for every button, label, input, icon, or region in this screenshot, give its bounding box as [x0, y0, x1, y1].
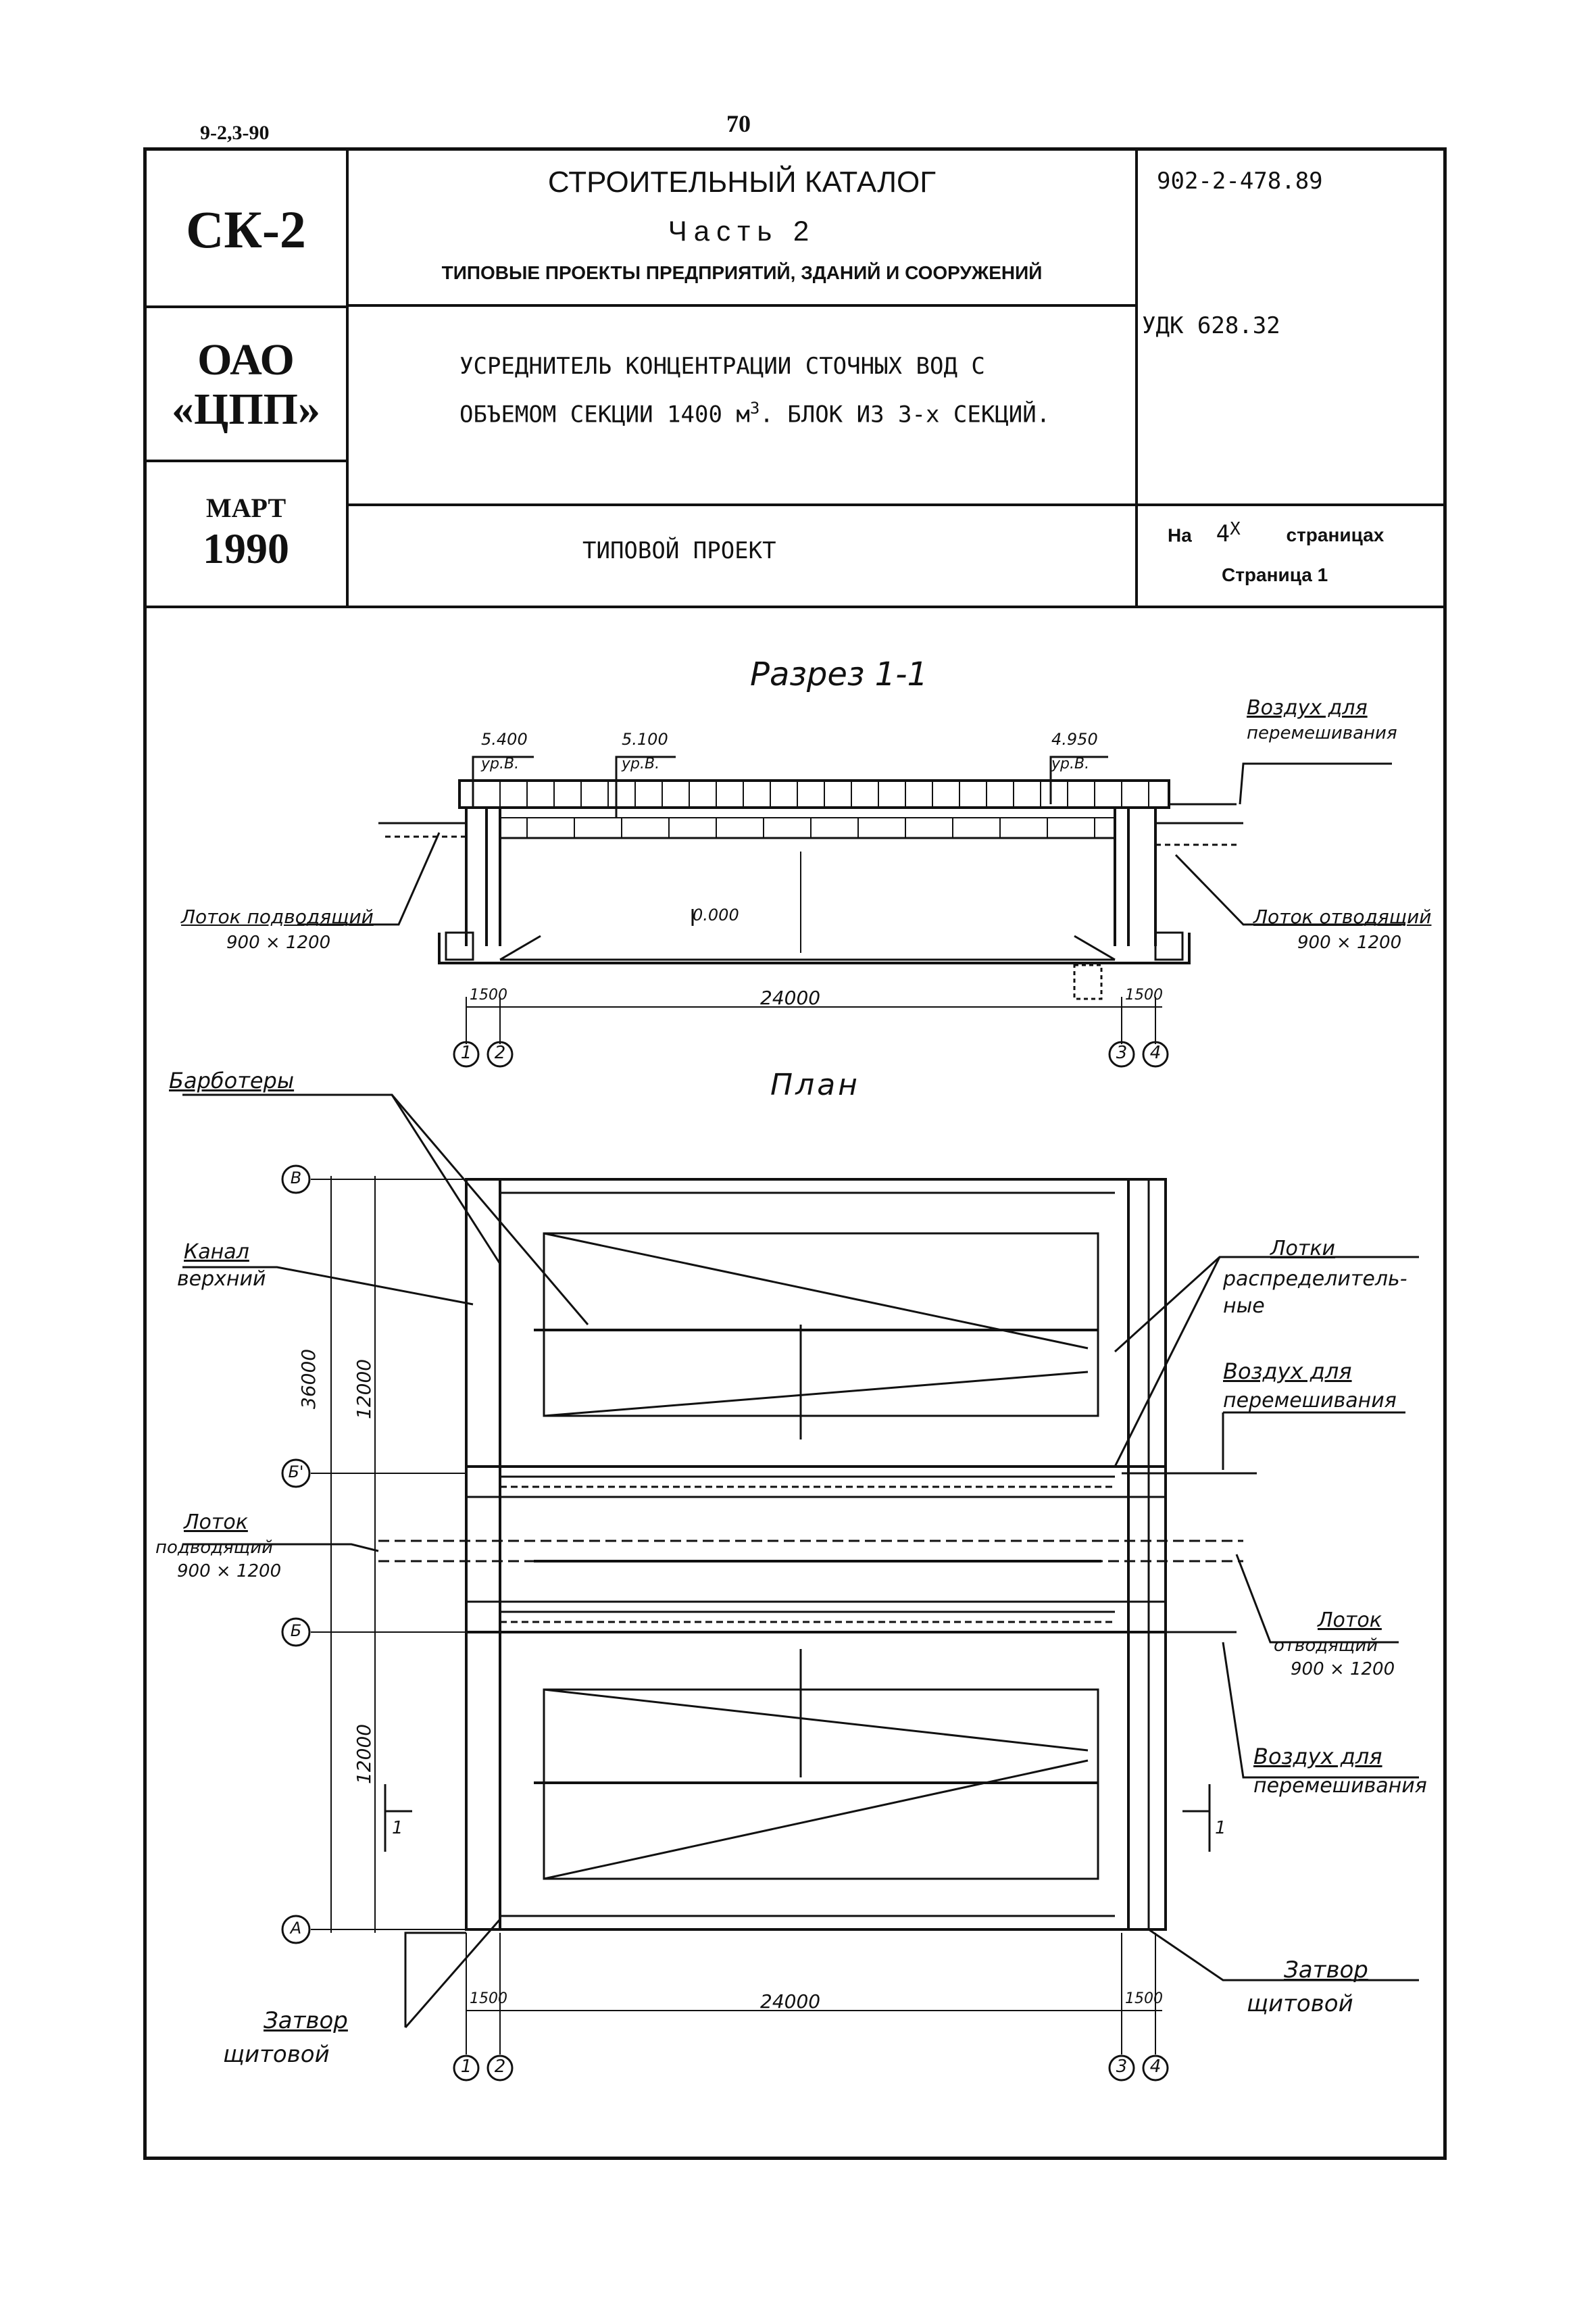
section-axis-4: 4	[1149, 1043, 1162, 1063]
section-title: Разрез 1-1	[750, 656, 928, 693]
plan-drawing	[182, 1093, 1419, 2082]
section-outlet-label-1: Лоток отводящий	[1253, 906, 1432, 928]
plan-outer-wall	[465, 1178, 1167, 1931]
org-name-line2: «ЦПП»	[171, 385, 320, 434]
object-name-line2-b: . БЛОК ИЗ 3-х СЕКЦИЙ.	[759, 401, 1051, 428]
gate-right-label-2: щитовой	[1247, 1990, 1353, 2017]
page-number: 70	[726, 110, 751, 137]
header-left-line-1	[143, 305, 346, 308]
barboters-label: Барботеры	[169, 1068, 295, 1093]
project-number: 902-2-478.89	[1157, 168, 1323, 195]
header-mid-line-2	[346, 503, 1447, 506]
plan-col-axis-4: 4	[1149, 2057, 1162, 2077]
section-axis-3: 3	[1116, 1043, 1128, 1063]
channel-label-1: Канал	[184, 1240, 249, 1264]
object-name-line2-a: ОБЪЕМОМ СЕКЦИИ 1400 м	[459, 401, 750, 428]
page-label: Страница 1	[1222, 564, 1328, 585]
trays-label-1: Лотки	[1270, 1237, 1336, 1260]
object-name-line2-sup: 3	[749, 399, 760, 418]
level-mark-1: 5.400	[481, 730, 528, 749]
object-name-line2: ОБЪЕМОМ СЕКЦИИ 1400 м3. БЛОК ИЗ 3-х СЕКЦ…	[459, 399, 1050, 428]
section-axis-1: 1	[460, 1043, 472, 1063]
header-left-line-2	[143, 460, 346, 462]
plan-col-axis-3: 3	[1116, 2057, 1128, 2077]
catalog-part: Часть 2	[668, 215, 816, 247]
section-roof-slab	[458, 779, 1170, 809]
plan-dim-right: 1500	[1125, 1990, 1163, 2007]
level-mark-1-label: ур.В.	[481, 756, 520, 772]
gate-left-label-2: щитовой	[223, 2041, 330, 2068]
pages-sup: Х	[1230, 519, 1241, 539]
section-axis-2: 2	[494, 1043, 506, 1063]
section-inlet-label-2: 900 × 1200	[226, 933, 331, 953]
plan-air2-label-1: Воздух для	[1253, 1744, 1382, 1769]
plan-dim-bottom: 12000	[353, 1723, 375, 1784]
zero-level-mark: 0.000	[693, 906, 739, 925]
trays-label-3: ные	[1223, 1294, 1265, 1318]
plan-row-axis-b-prime: Б'	[288, 1462, 304, 1481]
trays-label-2: распределитель-	[1223, 1267, 1407, 1291]
plan-outlet-label-2: отводящий	[1274, 1635, 1378, 1656]
catalog-title: СТРОИТЕЛЬНЫЙ КАТАЛОГ	[547, 166, 937, 199]
plan-row-axis-a: А	[290, 1919, 302, 1938]
gate-right-label-1: Затвор	[1284, 1956, 1368, 1984]
plan-dim-main: 24000	[760, 1990, 821, 2013]
level-mark-3: 4.950	[1051, 730, 1098, 749]
pages-prefix: На	[1168, 524, 1192, 546]
level-mark-3-label: ур.В.	[1051, 756, 1090, 772]
plan-outlet-label-1: Лоток	[1318, 1608, 1382, 1632]
plan-title: План	[770, 1068, 860, 1102]
section-dim-left: 1500	[470, 987, 507, 1004]
barboter-frame-top	[543, 1232, 1099, 1417]
section-air-label-1: Воздух для	[1247, 696, 1368, 720]
catalog-code: 9-2,3-90	[200, 122, 270, 144]
plan-inlet-label-2: подводящий	[155, 1537, 274, 1558]
plan-air2-label-2: перемешивания	[1253, 1774, 1427, 1798]
plan-inlet-label-1: Лоток	[184, 1510, 248, 1534]
section-dim-right: 1500	[1125, 987, 1163, 1004]
section-dim-main: 24000	[760, 987, 821, 1009]
plan-col-axis-1: 1	[460, 2057, 472, 2077]
plan-row-axis-v: В	[290, 1168, 302, 1187]
object-name-line1: УСРЕДНИТЕЛЬ КОНЦЕНТРАЦИИ СТОЧНЫХ ВОД С	[459, 353, 985, 380]
level-mark-2-label: ур.В.	[622, 756, 660, 772]
plan-inlet-label-3: 900 × 1200	[177, 1561, 282, 1581]
plan-outlet-label-3: 900 × 1200	[1291, 1659, 1395, 1679]
level-mark-2: 5.100	[622, 730, 668, 749]
plan-air-label-2: перемешивания	[1223, 1389, 1397, 1412]
pages-suffix: страницах	[1286, 524, 1385, 546]
cut-mark-right: 1	[1215, 1818, 1226, 1838]
gate-left-label-1: Затвор	[264, 2007, 348, 2034]
plan-row-axis-b: Б	[290, 1621, 302, 1640]
catalog-subtitle: ТИПОВЫЕ ПРОЕКТЫ ПРЕДПРИЯТИЙ, ЗДАНИЙ И СО…	[441, 262, 1043, 283]
plan-dim-left: 1500	[470, 1990, 507, 2007]
plan-col-axis-2: 2	[494, 2057, 506, 2077]
org-name-line1: ОАО	[197, 335, 295, 385]
pages-count: 4	[1216, 520, 1230, 548]
cut-mark-left: 1	[392, 1818, 403, 1838]
header-bottom-line	[143, 606, 1447, 608]
date-month: МАРТ	[205, 493, 286, 523]
section-drawing	[297, 756, 1405, 1068]
channel-label-2: верхний	[177, 1267, 266, 1291]
plan-air-label-1: Воздух для	[1223, 1358, 1352, 1384]
page-count: На 4Х страницах	[1168, 519, 1424, 547]
plan-dim-total: 36000	[297, 1348, 320, 1409]
plan-dim-top: 12000	[353, 1358, 375, 1419]
header-divider-right	[1135, 147, 1138, 607]
section-outlet-label-2: 900 × 1200	[1297, 933, 1402, 953]
date-year: 1990	[203, 524, 289, 572]
udk-code: УДК 628.32	[1142, 312, 1280, 339]
project-type: ТИПОВОЙ ПРОЕКТ	[582, 537, 776, 564]
section-air-label-2: перемешивания	[1247, 723, 1397, 743]
series-code: СК-2	[186, 200, 306, 259]
header-divider-left	[346, 147, 349, 607]
section-inlet-label-1: Лоток подводящий	[181, 906, 374, 928]
sheet-frame	[143, 147, 1447, 2160]
header-mid-line-1	[346, 304, 1135, 307]
